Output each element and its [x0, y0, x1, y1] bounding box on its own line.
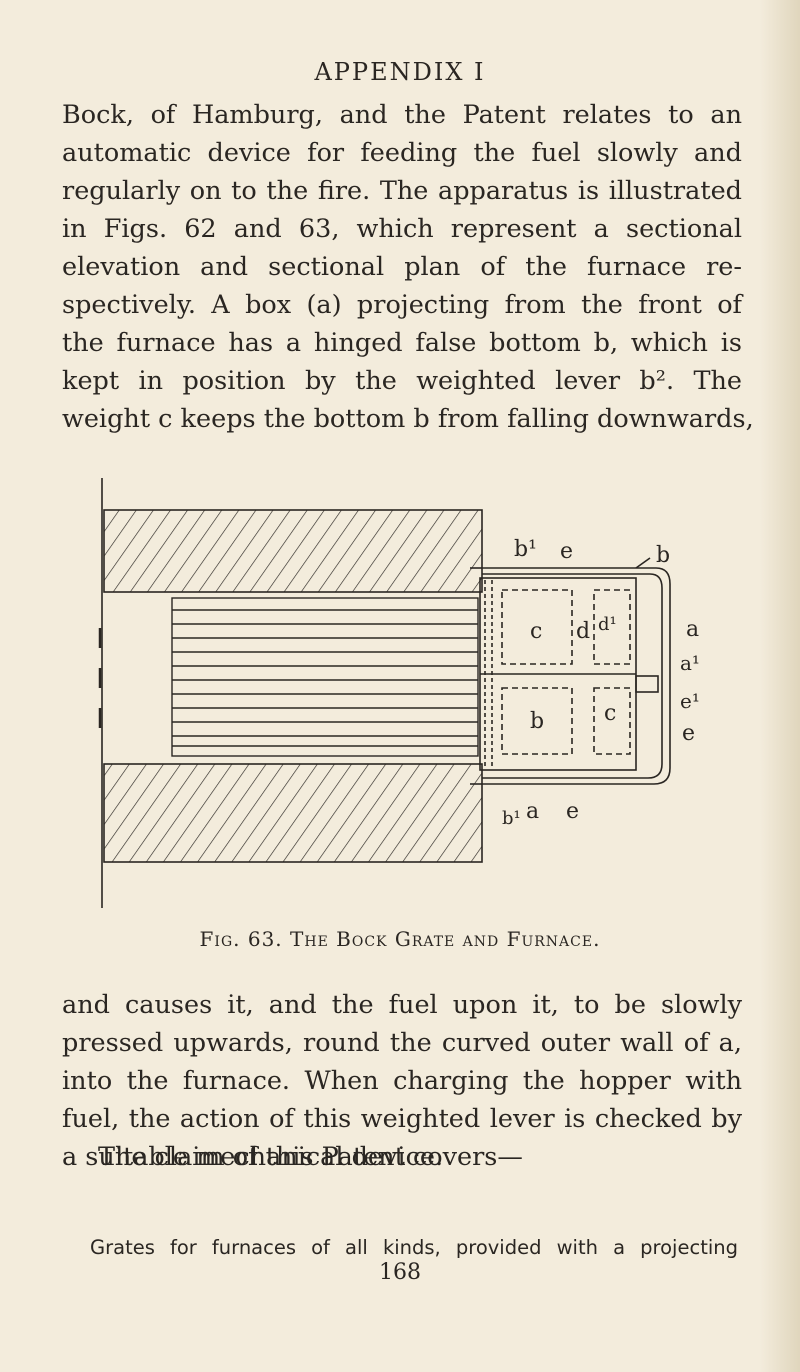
- label-e-right: e: [682, 721, 695, 746]
- page-number: 168: [379, 1260, 421, 1285]
- text-line: regularly on to the fire. The apparatus …: [62, 176, 742, 206]
- label-a: a: [686, 617, 699, 642]
- text-line: The claim of this Patent covers—: [98, 1142, 523, 1172]
- label-c-left: c: [530, 619, 542, 644]
- label-c-right: c: [604, 701, 616, 726]
- text-line: automatic device for feeding the fuel sl…: [62, 138, 742, 168]
- label-e1: e¹: [680, 689, 700, 713]
- text-line: in Figs. 62 and 63, which represent a se…: [62, 214, 742, 244]
- label-b-center: b: [530, 709, 544, 734]
- furnace-diagram-svg: b¹ e b a a¹ e¹ e c d d¹ b c b¹ a e: [98, 478, 700, 908]
- furnace-diagram: b¹ e b a a¹ e¹ e c d d¹ b c b¹ a e: [90, 478, 710, 914]
- paragraph-bottom: and causes it, and the fuel upon it, to …: [62, 986, 742, 1176]
- page-edge-shading: [760, 0, 800, 1372]
- text-line: Bock, of Hamburg, and the Patent relates…: [62, 100, 742, 130]
- text-line: into the furnace. When charging the hopp…: [62, 1066, 742, 1096]
- label-b-top: b: [656, 543, 670, 568]
- label-d: d: [576, 619, 590, 644]
- text-line: a suitable mechanical device.: [62, 1142, 444, 1172]
- text-line: elevation and sectional plan of the furn…: [62, 252, 742, 282]
- bottom-wall-hatched: [103, 763, 483, 863]
- text-line: weight c keeps the bottom b from falling…: [62, 404, 754, 434]
- label-e-bottom: e: [566, 799, 579, 824]
- label-d1: d¹: [598, 614, 617, 635]
- figure-caption: Fig. 63. The Bock Grate and Furnace.: [199, 927, 601, 951]
- claim-intro: The claim of this Patent covers—: [98, 1138, 738, 1176]
- text-line: and causes it, and the fuel upon it, to …: [62, 990, 742, 1020]
- text-line: fuel, the action of this weighted lever …: [62, 1104, 742, 1134]
- label-b1: b¹: [514, 537, 537, 562]
- label-b1-bottom: b¹: [502, 808, 521, 829]
- running-header: APPENDIX I: [314, 58, 486, 86]
- text-line: spectively. A box (a) projecting from th…: [62, 290, 742, 320]
- grate-bars: [171, 597, 479, 757]
- hopper-box: [470, 557, 671, 785]
- label-e-top: e: [560, 539, 573, 564]
- text-line: the furnace has a hinged false bottom b,…: [62, 328, 742, 358]
- paragraph-top: Bock, of Hamburg, and the Patent relates…: [62, 96, 754, 438]
- label-a-bottom: a: [526, 799, 539, 824]
- claims-text: Grates for furnaces of all kinds, provid…: [90, 1236, 738, 1259]
- top-wall-hatched: [103, 509, 483, 593]
- label-a1: a¹: [680, 651, 700, 675]
- text-line: pressed upwards, round the curved outer …: [62, 1028, 742, 1058]
- text-line: kept in position by the weighted lever b…: [62, 366, 742, 396]
